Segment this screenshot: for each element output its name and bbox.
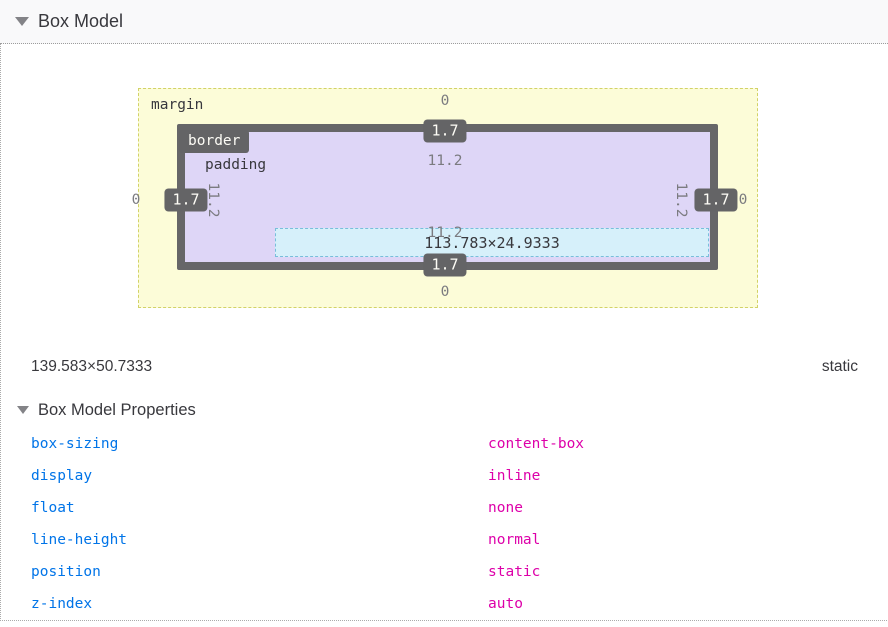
panel-title: Box Model <box>38 11 124 31</box>
property-value: normal <box>488 532 541 548</box>
padding-top-value[interactable]: 11.2 <box>427 153 463 169</box>
property-name: z-index <box>31 596 93 612</box>
border-top-value[interactable]: 1.7 <box>423 119 467 143</box>
padding-label: padding <box>205 157 267 173</box>
property-value: auto <box>488 596 523 612</box>
element-position: static <box>821 358 858 375</box>
element-dimensions: 139.583×50.7333 <box>31 358 153 375</box>
collapse-arrow-icon[interactable] <box>15 17 29 26</box>
padding-left-value[interactable]: 11.2 <box>205 182 221 218</box>
margin-bottom-value[interactable]: 0 <box>440 284 450 300</box>
property-name: position <box>31 564 101 580</box>
property-row: line-height normal <box>1 524 888 556</box>
property-row: display inline <box>1 460 888 492</box>
property-row: float none <box>1 492 888 524</box>
padding-right-value[interactable]: 11.2 <box>673 182 689 218</box>
property-row: box-sizing content-box <box>1 428 888 460</box>
margin-left-value[interactable]: 0 <box>131 192 141 208</box>
properties-list: box-sizing content-box display inline fl… <box>1 428 888 620</box>
box-model-panel: margin 113.783×24.9333 border padding 0 … <box>0 44 887 621</box>
property-row: position static <box>1 556 888 588</box>
margin-label: margin <box>151 97 204 113</box>
box-model-properties-header[interactable]: Box Model Properties <box>1 397 888 423</box>
property-name: line-height <box>31 532 128 548</box>
content-size-value[interactable]: 113.783×24.9333 <box>424 233 560 252</box>
boxmodel-border-layer[interactable]: 113.783×24.9333 <box>177 124 718 270</box>
property-value: inline <box>488 468 541 484</box>
border-right-value[interactable]: 1.7 <box>694 188 738 212</box>
property-row: z-index auto <box>1 588 888 620</box>
boxmodel-margin-layer[interactable]: margin 113.783×24.9333 border padding 0 … <box>132 88 758 308</box>
collapse-arrow-icon[interactable] <box>17 406 29 414</box>
element-summary: 139.583×50.7333 static <box>31 358 858 376</box>
property-value: static <box>488 564 541 580</box>
margin-right-value[interactable]: 0 <box>738 192 748 208</box>
border-left-value[interactable]: 1.7 <box>164 188 208 212</box>
property-name: display <box>31 468 93 484</box>
margin-top-value[interactable]: 0 <box>440 93 450 109</box>
property-name: box-sizing <box>31 436 119 452</box>
border-bottom-value[interactable]: 1.7 <box>423 253 467 277</box>
properties-section-title: Box Model Properties <box>38 400 196 419</box>
property-name: float <box>31 500 75 516</box>
property-value: content-box <box>488 436 585 452</box>
box-model-header[interactable]: Box Model <box>0 0 888 44</box>
boxmodel-content-layer[interactable]: 113.783×24.9333 <box>275 228 709 257</box>
property-value: none <box>488 500 523 516</box>
padding-bottom-value[interactable]: 11.2 <box>427 225 463 241</box>
border-label: border <box>179 130 250 153</box>
